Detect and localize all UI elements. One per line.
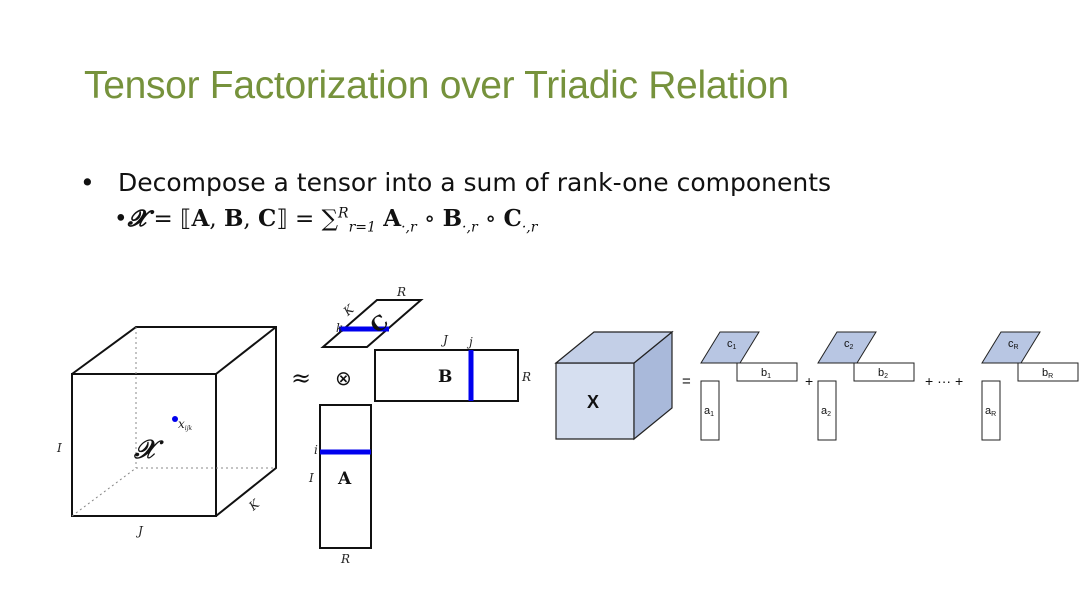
rank-one-component-R [981,331,1079,441]
b1-label: b1 [761,367,771,380]
formula-idx-B: ·,r [462,219,478,236]
bullet-text: Decompose a tensor into a sum of rank-on… [118,168,832,197]
C-row-label: k [336,321,343,335]
formula-term-B: B [442,205,463,232]
blue-cube-top [554,331,674,364]
bullet-marker: • [80,168,95,197]
formula-A: A [191,205,210,232]
vector-a2 [817,380,837,441]
formula-lhs: 𝓧 [127,205,147,232]
blue-tensor-cube [554,330,674,441]
formula-idx-A: ·,r [401,219,417,236]
bullet-item: • Decompose a tensor into a sum of rank-o… [80,168,831,197]
formula-close-sum: ⟧ = ∑ [276,206,339,232]
C-top-label: R [396,285,406,299]
blue-cube-label: X [587,392,599,412]
vector-b1 [736,362,798,382]
A-row-label: i [314,443,318,457]
outer-product-symbol: ⊗ [335,366,352,390]
c1-label: c1 [727,338,737,351]
b2-label: b2 [878,367,888,380]
rank-one-component-2 [817,331,915,441]
vector-c2 [817,331,877,364]
cR-label: cR [1008,338,1019,351]
a1-label: a1 [704,405,714,418]
dim-K-label: K [245,496,262,514]
formula-C: C [258,205,277,232]
vector-cR [981,331,1041,364]
vector-a1 [700,380,720,441]
cube-top-right-edge [215,326,277,375]
formula-idx-C: ·,r [521,219,538,236]
matrix-C-shape [320,299,424,348]
formula-term-C: C [503,205,522,232]
A-left-label: I [308,471,314,485]
formula-circ-1: ∘ [416,206,443,232]
vector-c1 [700,331,760,364]
matrix-A-shape [319,404,372,549]
equals-sign: = [682,373,691,390]
tensor-cube [71,326,277,517]
bR-label: bR [1042,367,1053,380]
formula-term-A: A [383,205,402,232]
cp-formula: •𝓧 = ⟦A, B, C⟧ = ∑Rr=1 A·,r ∘ B·,r ∘ C·,… [114,205,538,236]
C-left-label: K [340,301,357,319]
formula-sum-upper: R [338,205,349,222]
vector-bR [1017,362,1079,382]
c2-label: c2 [844,338,854,351]
matrix-A [319,404,372,549]
formula-B: B [223,205,244,232]
formula-bullet: • [114,206,128,232]
formula-sum-lower: r=1 [348,219,376,236]
tensor-element-dot [172,416,178,422]
B-top-label: J [440,333,449,347]
tensor-label: 𝒳 [133,435,164,465]
aR-label: aR [985,405,996,418]
plus-sign-1: + [805,373,813,389]
plus-ellipsis: + ··· + [925,373,963,389]
rank-one-component-1 [700,331,798,441]
vector-b2 [853,362,915,382]
tensor-element-label: xijk [178,417,193,432]
slide-title: Tensor Factorization over Triadic Relati… [84,64,789,107]
matrix-C [320,299,424,348]
matrix-B-label: B [438,367,452,387]
formula-circ-2: ∘ [477,206,504,232]
dim-J-label: J [135,524,144,538]
a2-label: a2 [821,405,831,418]
approx-symbol: ≈ [291,364,311,392]
matrix-B-shape [374,349,519,402]
A-bottom-label: R [340,552,350,566]
matrix-A-label: A [337,469,352,489]
B-right-label: R [521,370,531,384]
matrix-B [374,349,519,402]
formula-eq-open: = ⟦ [146,206,192,232]
vector-aR [981,380,1001,441]
dim-I-label: I [56,441,62,455]
B-col-label: j [466,335,473,349]
